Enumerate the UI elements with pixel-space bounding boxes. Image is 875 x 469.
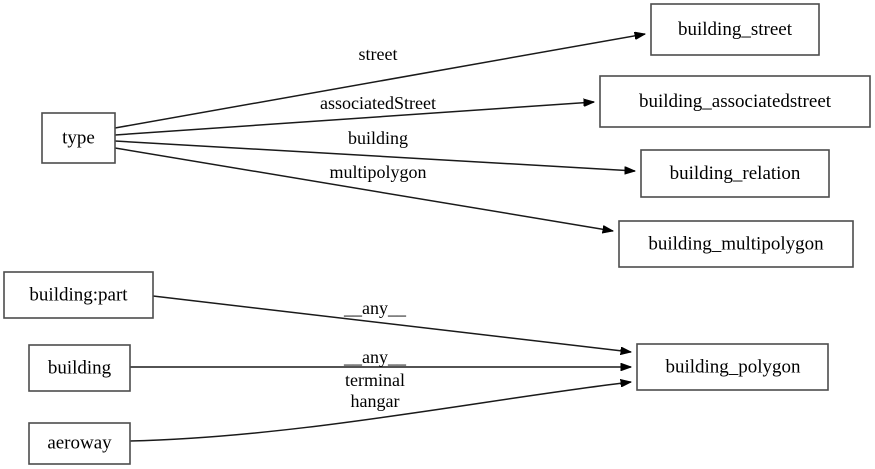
node-box[interactable] <box>640 149 830 198</box>
node-aeroway[interactable]: aeroway <box>28 422 131 465</box>
node-box[interactable] <box>28 344 131 392</box>
edge-line[interactable] <box>114 34 645 129</box>
edges-layer: street associatedStreet building multipo… <box>114 34 645 442</box>
edge-line[interactable] <box>114 140 635 171</box>
edge-aeroway-terminal-hangar[interactable]: terminal hangar <box>129 370 631 442</box>
edge-label-multipolygon: multipolygon <box>329 162 426 182</box>
node-label-building-street: building_street <box>678 19 793 40</box>
node-label-building-polygon: building_polygon <box>665 356 801 377</box>
node-building-multipolygon[interactable]: building_multipolygon <box>618 220 854 268</box>
edge-label-building: building <box>348 128 408 148</box>
node-label-building-multipolygon: building_multipolygon <box>648 233 824 254</box>
node-label-building: building <box>48 357 112 378</box>
edge-line[interactable] <box>114 102 594 136</box>
edge-building-any[interactable]: __any__ <box>130 347 631 367</box>
node-box[interactable] <box>599 75 871 128</box>
edge-type-multipolygon[interactable]: multipolygon <box>114 147 613 231</box>
node-building-polygon[interactable]: building_polygon <box>636 343 829 391</box>
node-label-building-part: building:part <box>29 284 128 305</box>
edge-line[interactable] <box>114 147 613 231</box>
edge-label-any-building: __any__ <box>343 347 407 367</box>
edge-type-building[interactable]: building <box>114 128 635 171</box>
node-label-building-relation: building_relation <box>670 163 801 184</box>
node-type[interactable]: type <box>41 112 116 164</box>
node-box[interactable] <box>41 112 116 164</box>
node-label-type: type <box>62 127 95 148</box>
edge-line[interactable] <box>129 382 631 442</box>
node-box[interactable] <box>618 220 854 268</box>
node-box[interactable] <box>650 3 820 56</box>
node-building-associatedstreet[interactable]: building_associatedstreet <box>599 75 871 128</box>
edge-label-street: street <box>359 44 398 64</box>
node-box[interactable] <box>28 422 131 465</box>
edge-label-hangar: hangar <box>351 391 400 411</box>
edge-label-associatedstreet: associatedStreet <box>320 93 436 113</box>
node-building-part[interactable]: building:part <box>3 271 154 319</box>
nodes-layer: type building_street building_associated… <box>3 3 871 465</box>
edge-type-street[interactable]: street <box>114 34 645 129</box>
node-building-relation[interactable]: building_relation <box>640 149 830 198</box>
edge-label-any-buildingpart: __any__ <box>343 298 407 318</box>
node-label-building-associatedstreet: building_associatedstreet <box>639 91 832 112</box>
edge-line[interactable] <box>152 295 631 352</box>
node-box[interactable] <box>3 271 154 319</box>
node-label-aeroway: aeroway <box>47 432 112 453</box>
edge-label-terminal: terminal <box>345 370 405 390</box>
node-building-street[interactable]: building_street <box>650 3 820 56</box>
node-building[interactable]: building <box>28 344 131 392</box>
node-box[interactable] <box>636 343 829 391</box>
edge-buildingpart-any[interactable]: __any__ <box>152 295 631 352</box>
edge-type-associatedstreet[interactable]: associatedStreet <box>114 93 594 136</box>
